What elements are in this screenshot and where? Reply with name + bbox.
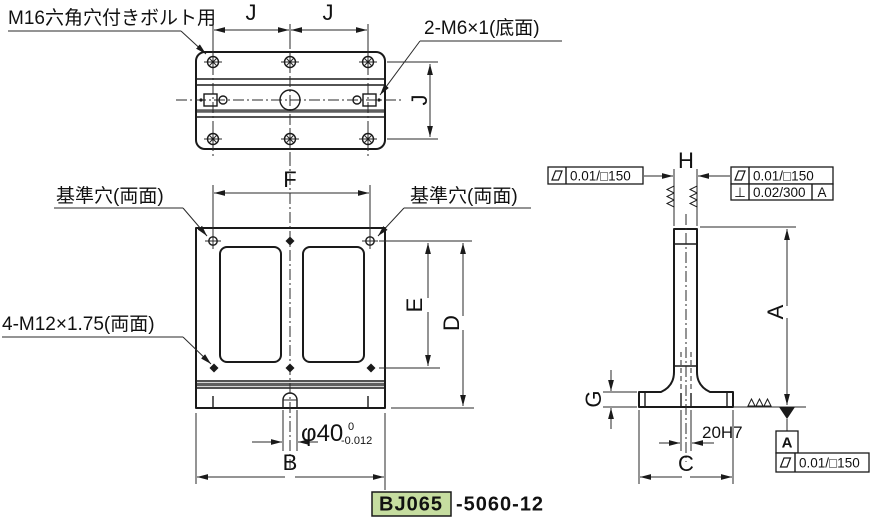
bolt-hole (358, 129, 378, 149)
surface-finish-marks (689, 185, 698, 208)
m12-hole (209, 363, 219, 373)
part-number-series: BJ065 (379, 494, 443, 516)
dim-dia-text: φ40 (301, 420, 343, 447)
m12-label-text: 4-M12×1.75(両面) (2, 314, 155, 335)
part-number-box (371, 491, 452, 517)
datum-label: A (782, 435, 793, 452)
window-right (302, 246, 365, 363)
dim-f: F (212, 167, 371, 233)
dim-h-text: H (678, 148, 694, 173)
dim-j-top: J J (212, 0, 369, 47)
m12-hole (285, 363, 295, 373)
gdt-frame-top-left: 0.01/□150 (547, 166, 644, 185)
dim-j-side-text: J (407, 95, 432, 106)
bolt-hole (358, 52, 378, 72)
bolt-hole (280, 52, 300, 72)
dim-a: A (700, 226, 806, 408)
datum-hole (361, 232, 379, 250)
m16-label-text: M16六角穴付きボルト用 (8, 7, 216, 29)
m12-hole (285, 236, 295, 246)
dia-tol-upper: 0 (348, 421, 354, 433)
top-view: J J J M16六角穴付きボルト用 2-M6×1(底面) (8, 0, 562, 162)
dim-c-text: C (678, 451, 694, 476)
dim-e-d: E D (379, 240, 474, 409)
flatness-value: 0.01/□150 (570, 169, 631, 184)
label-datum-right: 基準穴(両面) (377, 185, 531, 237)
label-datum-left: 基準穴(両面) (54, 185, 208, 237)
label-m6: 2-M6×1(底面) (379, 17, 562, 96)
perpendicularity-icon: ⊥ (734, 185, 746, 200)
flatness-value: 0.01/□150 (799, 456, 860, 471)
part-number: BJ065 -5060-12 (371, 491, 544, 517)
dim-20h7: 20H7 (659, 410, 743, 451)
bolt-hole (280, 129, 300, 149)
m6-label-text: 2-M6×1(底面) (424, 17, 540, 39)
dim-e-text: E (402, 298, 427, 313)
dim-j-side: J (387, 61, 438, 140)
perpendicularity-datum: A (817, 185, 826, 200)
dim-g-text: G (581, 390, 606, 407)
side-view: H 0.01/□150 0.01/□150 ⊥ 0.02/300 A (547, 148, 870, 484)
dim-slot-text: 20H7 (702, 423, 743, 442)
dim-b-text: B (283, 450, 298, 475)
datum-triangle (779, 407, 795, 419)
flatness-value: 0.01/□150 (753, 169, 814, 184)
center-hole (279, 89, 301, 111)
side-hole-right (352, 93, 381, 107)
label-m12: 4-M12×1.75(両面) (2, 314, 212, 365)
bolt-hole (203, 52, 223, 72)
side-hole-left (199, 93, 228, 107)
dim-b: B (195, 413, 386, 490)
dim-c: C (638, 410, 734, 484)
datum-left-text: 基準穴(両面) (56, 185, 164, 207)
dim-g: G (581, 370, 637, 429)
dim-j2-text: J (323, 0, 334, 25)
dim-dia40: φ40 0 -0.012 (252, 410, 372, 451)
dim-f-text: F (283, 167, 296, 192)
dim-a-text: A (763, 304, 788, 319)
m12-hole (366, 363, 376, 373)
front-view: F E D φ40 0 -0.012 (2, 155, 531, 490)
datum-right-text: 基準穴(両面) (410, 185, 518, 207)
dim-h: H (644, 148, 730, 226)
dia-tol-lower: -0.012 (341, 435, 372, 447)
surface-finish-marks (747, 398, 772, 407)
label-m16: M16六角穴付きボルト用 (8, 7, 216, 55)
part-number-suffix: -5060-12 (456, 494, 544, 516)
dim-j1-text: J (246, 0, 257, 25)
dim-d-text: D (439, 315, 464, 331)
surface-finish-marks (666, 185, 675, 208)
window-left (219, 246, 282, 363)
bolt-hole (203, 129, 223, 149)
datum-hole (204, 232, 222, 250)
perpendicularity-value: 0.02/300 (753, 185, 806, 200)
gdt-frame-top-right: 0.01/□150 ⊥ 0.02/300 A (730, 166, 834, 201)
datum-feature: A 0.01/□150 (747, 398, 870, 473)
